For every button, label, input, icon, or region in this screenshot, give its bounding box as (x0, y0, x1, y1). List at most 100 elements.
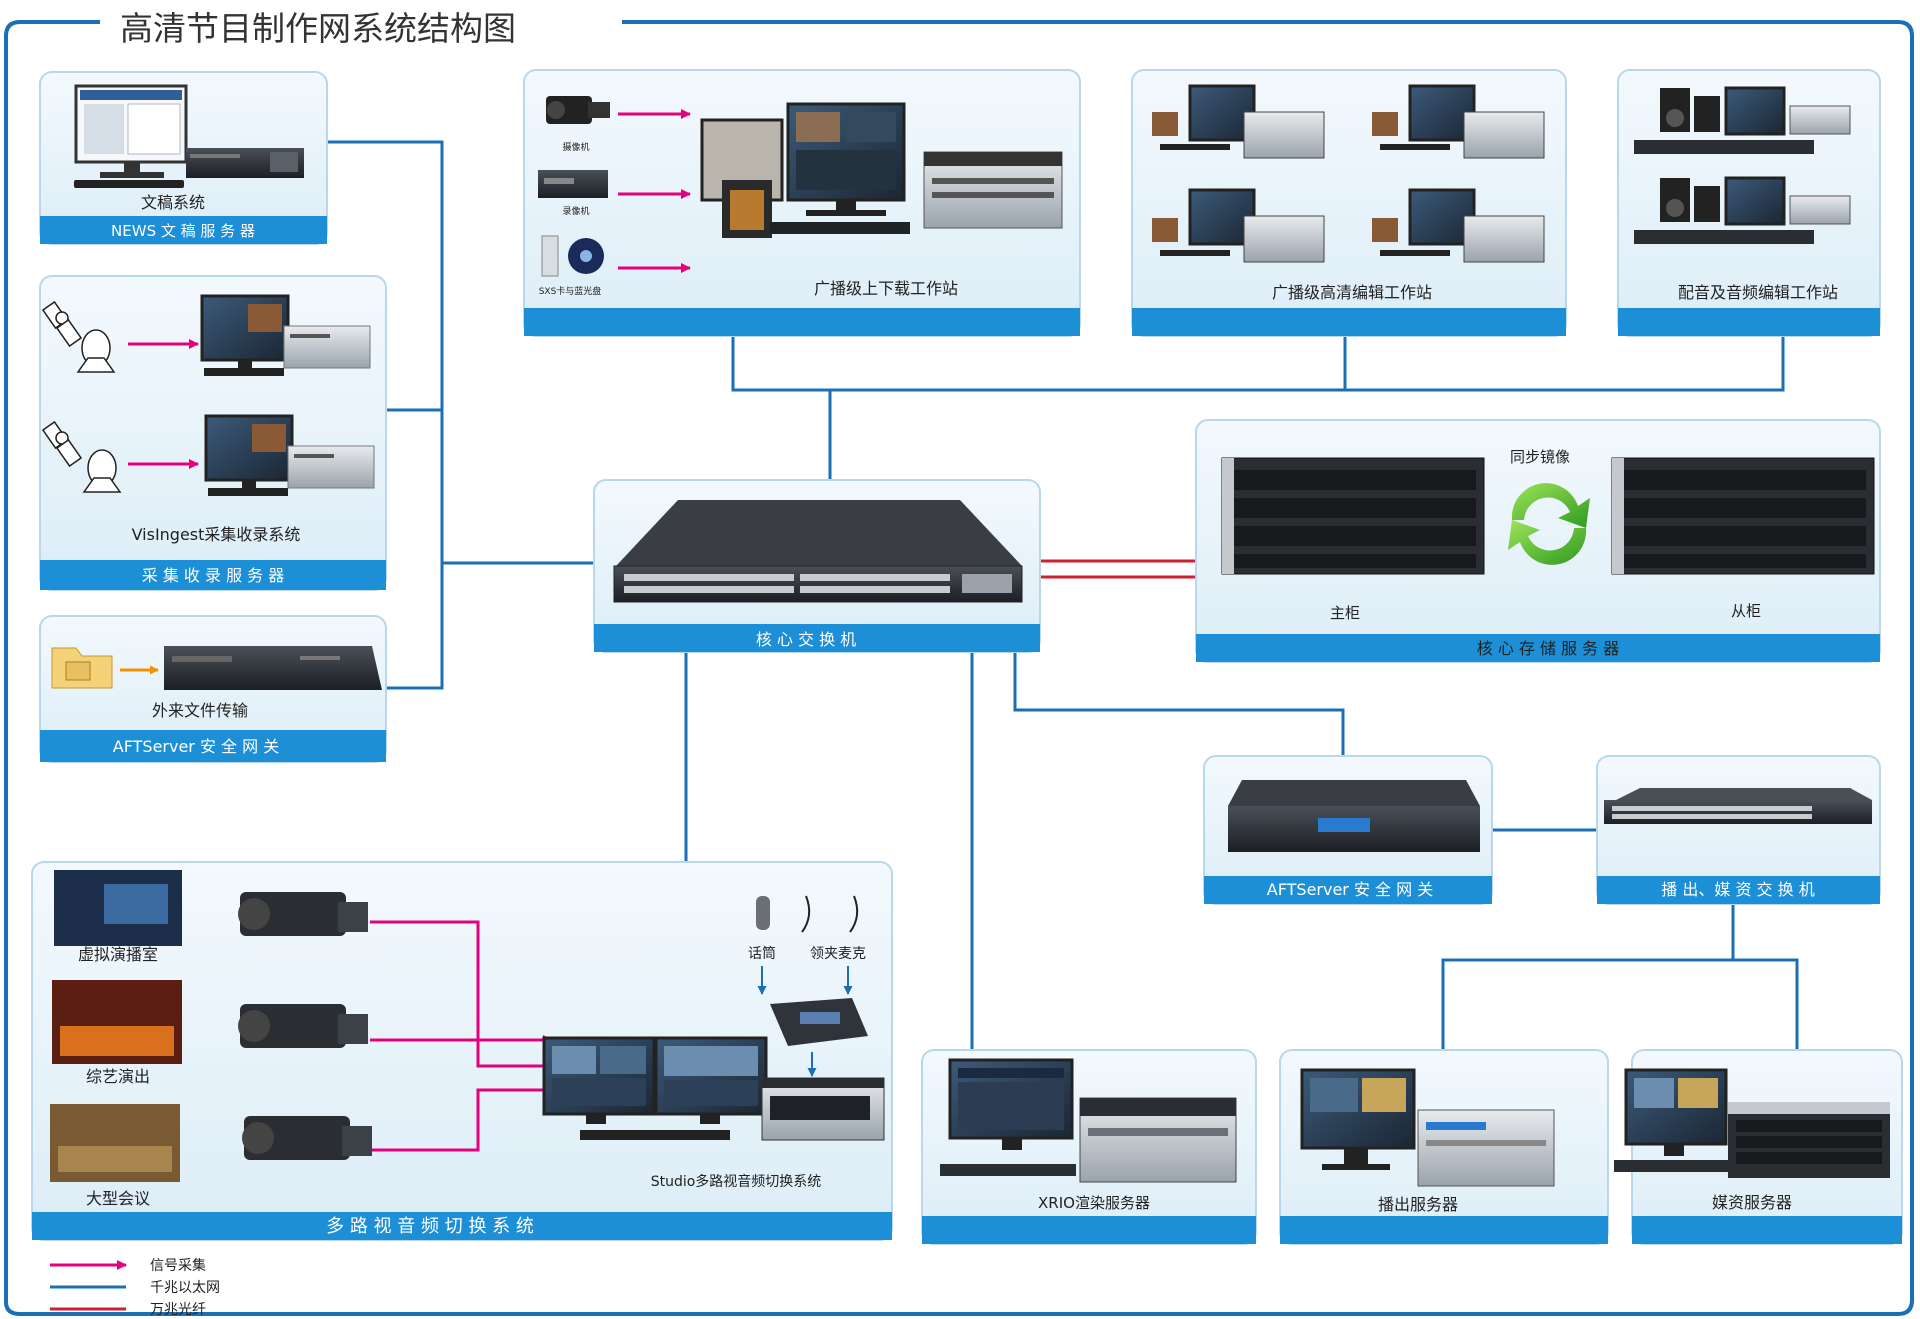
audio-station-icon (1634, 86, 1851, 154)
audio-caption: 配音及音频编辑工作站 (1678, 283, 1838, 302)
ingest-caption: 采 集 收 录 服 务 器 (142, 566, 285, 585)
gateway-device-icon (164, 646, 382, 690)
news-label: 文稿系统 (141, 193, 205, 212)
legend-label: 千兆以太网 (150, 1280, 220, 1296)
storage-caption: 核 心 存 储 服 务 器 (1477, 639, 1620, 658)
playout-caption: 播出服务器 (1378, 1195, 1458, 1214)
panel-audio[interactable]: 配音及音频编辑工作站 (1617, 69, 1881, 337)
updown-caption: 广播级上下载工作站 (814, 279, 958, 298)
panel-media[interactable]: 媒资服务器 (1614, 1049, 1903, 1245)
scene-conference (50, 1104, 180, 1182)
camera-icon (238, 1004, 368, 1048)
aft-right-caption: AFTServer 安 全 网 关 (1267, 880, 1433, 899)
studio-sub-label: Studio多路视音频切换系统 (651, 1173, 822, 1190)
server-icon (186, 148, 304, 178)
legend-item-fiber: 万兆光纤 (50, 1302, 206, 1318)
dish-icon (76, 329, 116, 373)
vtr-label: 录像机 (562, 205, 589, 217)
legend-label: 信号采集 (150, 1257, 206, 1274)
panel-aft-right[interactable]: AFTServer 安 全 网 关 (1203, 755, 1493, 905)
storage-mirror-label: 同步镜像 (1510, 448, 1570, 466)
link-playoutswitch-fanout (1441, 905, 1799, 1050)
link-news-bus (326, 140, 444, 690)
camera-label: 摄像机 (562, 141, 589, 153)
mic-label: 话筒 (748, 945, 776, 962)
folder-icon (51, 647, 113, 689)
panel-ingest[interactable]: VisIngest采集收录系统 采 集 收 录 服 务 器 (39, 275, 387, 591)
lav-mic-label: 领夹麦克 (810, 946, 866, 962)
sxs-label: SXS卡与蓝光盘 (539, 285, 602, 297)
panel-aft-left[interactable]: 外来文件传输 AFTServer 安 全 网 关 (39, 615, 387, 763)
dish-icon (82, 449, 122, 493)
edit-station-icon (1372, 84, 1545, 159)
legend: 信号采集 千兆以太网 万兆光纤 (50, 1257, 220, 1318)
panel-playout[interactable]: 播出服务器 (1279, 1049, 1609, 1245)
link-core-aftright (1013, 652, 1345, 756)
sync-icon (1508, 483, 1590, 565)
storage-slave-label: 从柜 (1731, 602, 1761, 620)
studio-caption: 多 路 视 音 频 切 换 系 统 (326, 1216, 534, 1237)
edit-caption: 广播级高清编辑工作站 (1272, 283, 1432, 302)
camera-icon (546, 96, 610, 124)
camera-icon (238, 892, 368, 936)
camera-icon (242, 1116, 372, 1160)
audio-station-icon (1634, 176, 1851, 244)
ingest-label: VisIngest采集收录系统 (132, 525, 301, 544)
scene-label: 大型会议 (86, 1189, 150, 1208)
scene-label: 综艺演出 (86, 1067, 150, 1086)
playout-switch-caption: 播 出、媒 资 交 换 机 (1661, 880, 1814, 899)
panel-xrio[interactable]: XRIO渲染服务器 (921, 1049, 1257, 1245)
camera-signal-lines (370, 920, 557, 1152)
edit-station-icon (1152, 188, 1325, 263)
xrio-caption: XRIO渲染服务器 (1038, 1194, 1150, 1212)
vtr-icon (538, 170, 608, 198)
edit-station-icon (1152, 84, 1325, 159)
panel-studio[interactable]: 虚拟演播室 综艺演出 大型会议 (31, 861, 893, 1241)
switcher-workstation-icon (542, 1036, 885, 1141)
storage-main-label: 主柜 (1330, 604, 1360, 622)
media-caption: 媒资服务器 (1712, 1193, 1792, 1212)
panel-core-switch[interactable]: 核 心 交 换 机 (593, 479, 1041, 653)
fiber-links (1040, 559, 1196, 579)
page-title: 高清节目制作网系统结构图 (120, 9, 516, 48)
server-icon (923, 151, 1063, 229)
satellite-icon (41, 300, 83, 348)
monitor-icon (74, 84, 188, 188)
switch-device-icon (613, 500, 1023, 603)
storage-slave-icon (1611, 457, 1875, 575)
panel-news[interactable]: 文稿系统 NEWS 文 稿 服 务 器 (39, 71, 328, 245)
news-caption: NEWS 文 稿 服 务 器 (111, 222, 255, 240)
aft-left-label: 外来文件传输 (152, 701, 248, 720)
scene-label: 虚拟演播室 (78, 945, 158, 964)
gateway-device-icon (1228, 780, 1480, 852)
outer-frame (3, 20, 1914, 1316)
ethernet-links (326, 140, 1799, 1050)
playout-server-icon (1300, 1068, 1555, 1187)
panel-playout-switch[interactable]: 播 出、媒 资 交 换 机 (1596, 755, 1881, 905)
microphone-icon (756, 896, 770, 930)
switch-ports (624, 574, 1012, 593)
satellite-icon (41, 420, 83, 468)
panel-updown[interactable]: 摄像机 录像机 SXS卡与蓝光盘 (523, 69, 1081, 337)
edit-station-icon (1372, 188, 1545, 263)
switch-device-icon (1604, 788, 1872, 824)
legend-label: 万兆光纤 (150, 1302, 206, 1318)
render-server-icon (940, 1058, 1237, 1183)
media-server-icon (1614, 1068, 1890, 1178)
scene-variety-show (52, 980, 182, 1064)
aft-left-caption: AFTServer 安 全 网 关 (113, 737, 279, 756)
legend-item-ethernet: 千兆以太网 (50, 1280, 220, 1296)
sxs-card-icon (541, 235, 604, 277)
legend-item-signal: 信号采集 (50, 1257, 206, 1274)
panel-storage[interactable]: 主柜 同步镜像 从柜 核 心 存 储 服 务 器 (1195, 419, 1881, 663)
scene-virtual-studio (54, 870, 182, 946)
storage-main-icon (1221, 457, 1485, 575)
core-switch-caption: 核 心 交 换 机 (756, 630, 856, 649)
audio-mixer-icon (770, 998, 868, 1046)
link-top-bus (731, 336, 1785, 392)
workstation-icon (204, 414, 375, 496)
panel-edit[interactable]: 广播级高清编辑工作站 (1131, 69, 1567, 337)
workstation-icon (700, 102, 910, 238)
workstation-icon (200, 294, 371, 376)
